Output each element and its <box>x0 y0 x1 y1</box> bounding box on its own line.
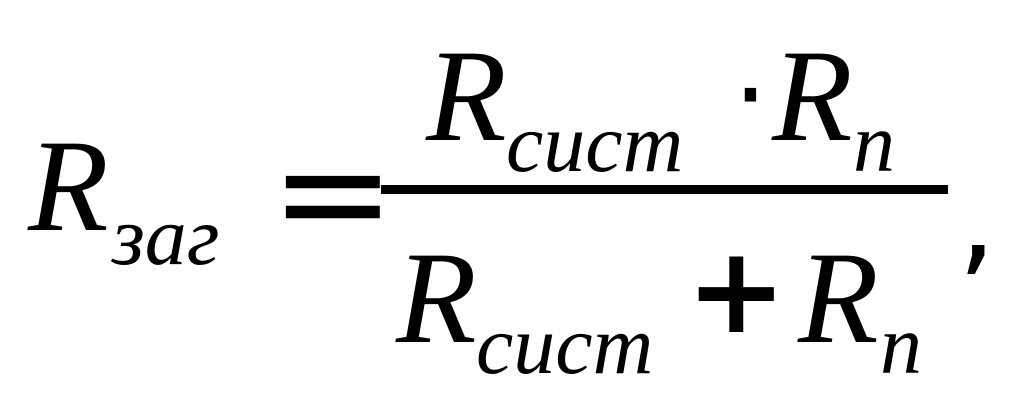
denominator-operator: + <box>686 222 787 361</box>
equals-sign: = <box>270 106 396 280</box>
denominator-right-symbol: R <box>798 224 879 371</box>
trailing-comma: , <box>958 150 997 289</box>
lhs-subscript: заг <box>112 190 220 283</box>
numerator-right-subscript: n <box>853 97 895 190</box>
denominator-right-subscript: n <box>880 299 922 392</box>
numerator-right-symbol: R <box>772 22 853 169</box>
lhs-symbol: R <box>28 112 109 259</box>
numerator-left-symbol: R <box>426 22 507 169</box>
fraction-bar <box>381 185 948 194</box>
denominator-left-subscript: сист <box>476 299 654 392</box>
numerator-operator: · <box>733 31 768 159</box>
numerator-left-subscript: сист <box>506 97 684 190</box>
denominator-left-symbol: R <box>396 224 477 371</box>
